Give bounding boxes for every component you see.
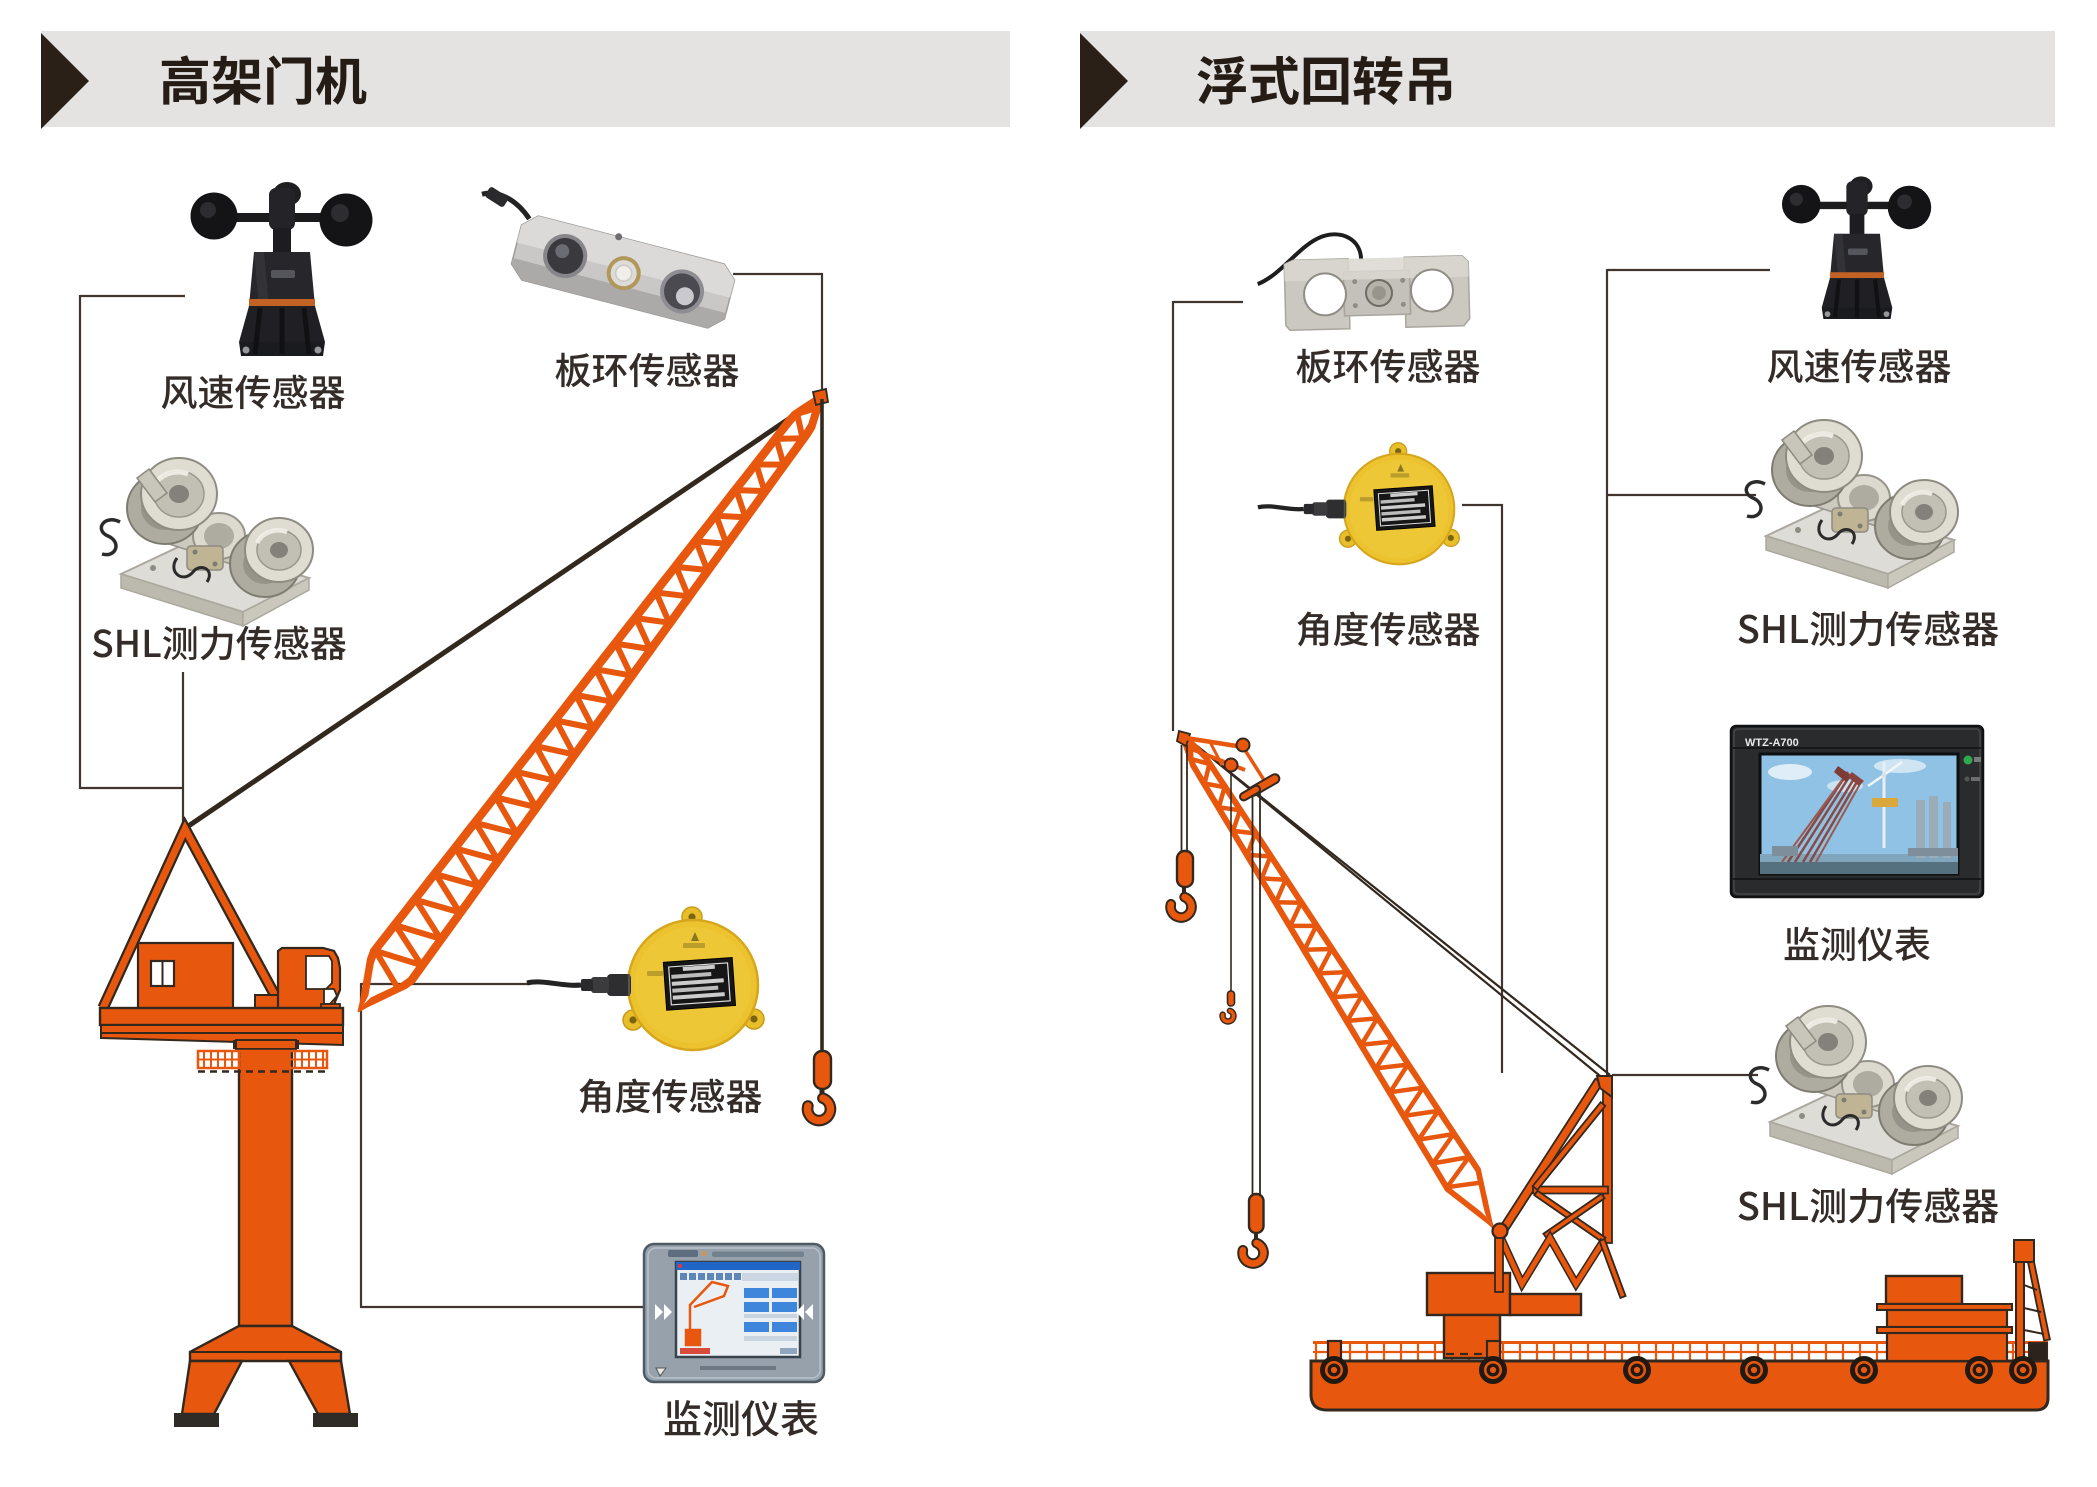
svg-text:WTZ-A700: WTZ-A700 [1745,737,1799,749]
